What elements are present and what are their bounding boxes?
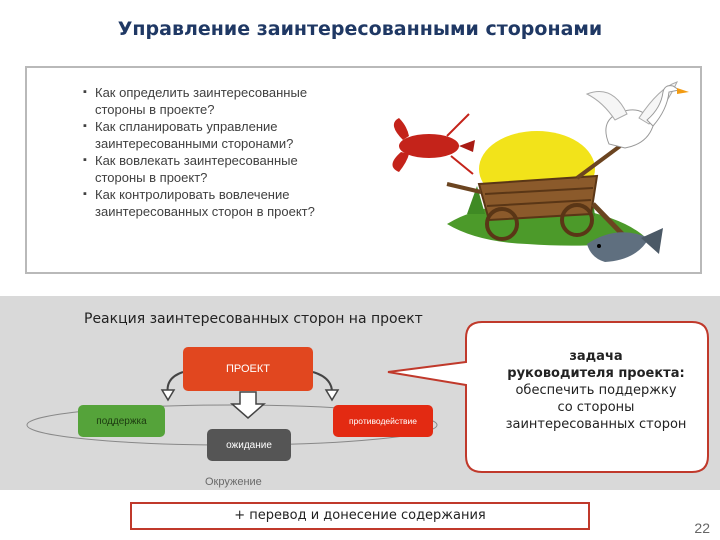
page-number: 22	[694, 520, 710, 536]
callout-text: задача руководителя проекта: обеспечить …	[476, 348, 716, 433]
slide-title: Управление заинтересованными сторонами	[117, 18, 603, 40]
project-box: ПРОЕКТ	[183, 347, 313, 391]
swan-icon	[585, 81, 689, 149]
pike-icon	[587, 228, 663, 262]
reaction-title: Реакция заинтересованных сторон на проек…	[84, 311, 423, 327]
callout-line: обеспечить поддержку	[515, 383, 677, 398]
cart-icon	[446, 130, 641, 241]
question-item: Как спланировать управление заинтересова…	[83, 118, 343, 152]
question-item: Как вовлекать заинтересованные стороны в…	[83, 152, 343, 186]
environment-label: Окружение	[205, 476, 262, 488]
question-item: Как определить заинтересованные стороны …	[83, 84, 343, 118]
callout-line: задача	[569, 349, 623, 364]
questions-list: Как определить заинтересованные стороны …	[83, 84, 343, 220]
questions-panel: Как определить заинтересованные стороны …	[25, 66, 702, 274]
crayfish-icon	[392, 113, 475, 175]
summary-box: + перевод и донесение содержания	[130, 502, 590, 530]
callout-line: руководителя проекта:	[507, 366, 685, 381]
support-box: поддержка	[78, 405, 165, 437]
callout-line: заинтересованных сторон	[505, 417, 687, 432]
question-item: Как контролировать вовлечение заинтересо…	[83, 186, 343, 220]
swan-crayfish-pike-illustration	[392, 81, 689, 262]
callout-line: со стороны	[557, 400, 635, 415]
waiting-box: ожидание	[207, 429, 291, 461]
counteraction-box: противодействие	[333, 405, 433, 437]
